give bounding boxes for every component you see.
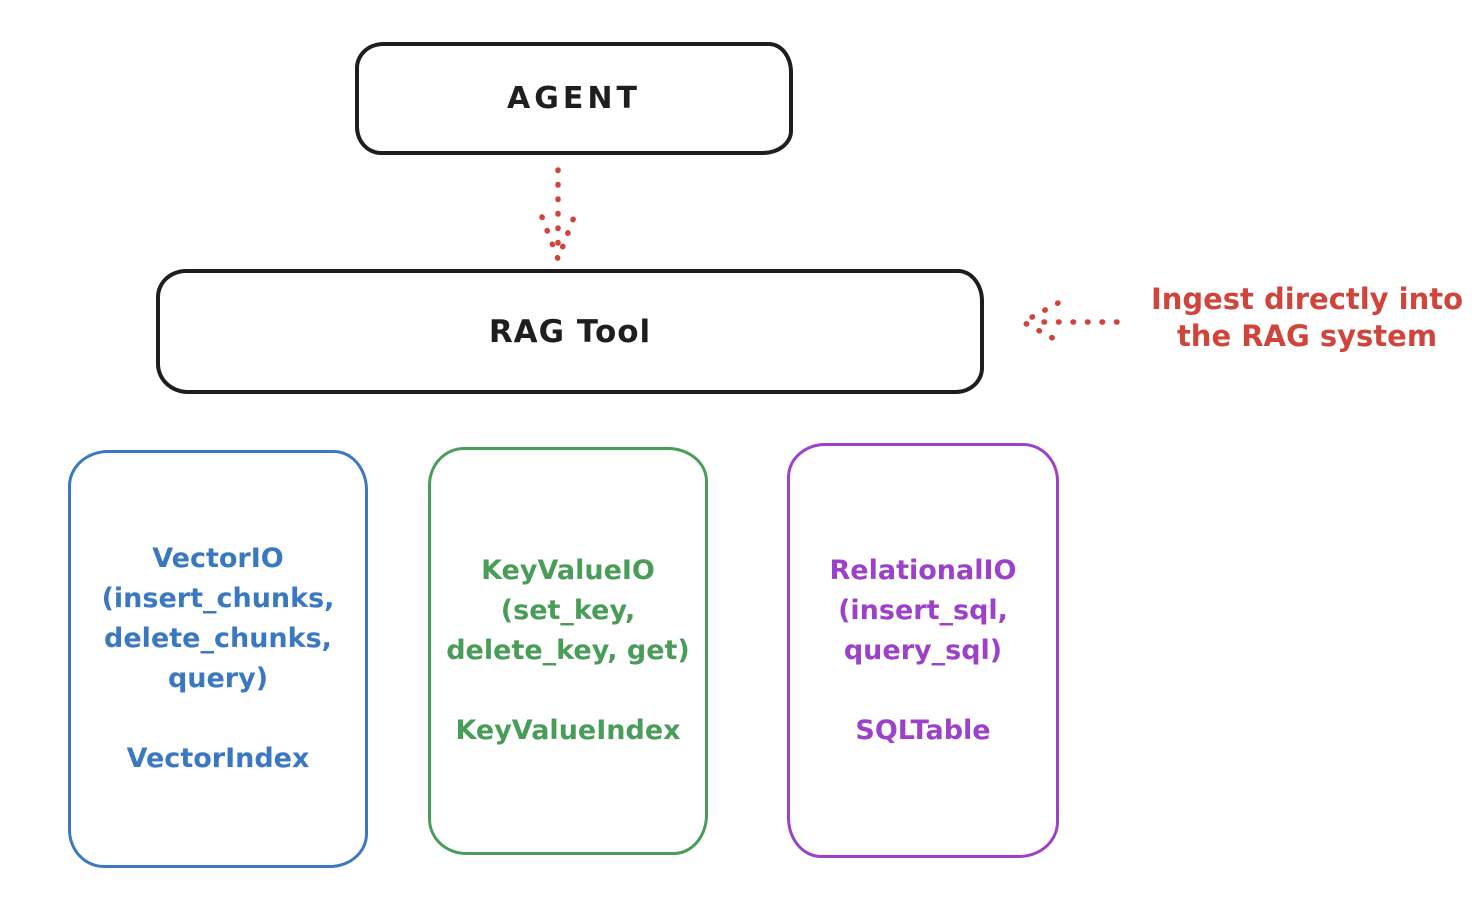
keyvalue-io-card: KeyValueIO (set_key, delete_key, get) Ke… <box>428 447 708 855</box>
ingest-annotation-line2: the RAG system <box>1176 319 1438 353</box>
agent-to-ragtool-arrow <box>539 167 577 267</box>
keyvalue-index-label: KeyValueIndex <box>455 715 681 746</box>
vector-index-label: VectorIndex <box>126 743 310 774</box>
relational-io-methods-line2: query_sql) <box>843 634 1003 666</box>
ingest-into-rag-arrow <box>1017 300 1129 344</box>
rag-tool-node: RAG Tool <box>156 269 984 394</box>
keyvalue-io-methods-line2: delete_key, get) <box>446 635 690 666</box>
vector-io-methods-line1: (insert_chunks, <box>101 583 335 614</box>
keyvalue-io-methods-line1: (set_key, <box>500 595 636 626</box>
sql-table-label: SQLTable <box>855 714 991 746</box>
relational-io-title: RelationalIO <box>829 554 1017 586</box>
vector-io-title: VectorIO <box>152 543 284 574</box>
rag-tool-label: RAG Tool <box>488 313 652 350</box>
ingest-annotation: Ingest directly into the RAG system <box>1140 281 1474 355</box>
relational-io-card: RelationalIO (insert_sql, query_sql) SQL… <box>787 443 1059 858</box>
keyvalue-io-title: KeyValueIO <box>481 555 655 586</box>
vector-io-card: VectorIO (insert_chunks, delete_chunks, … <box>68 450 368 868</box>
vector-io-methods-line2: delete_chunks, <box>104 623 332 654</box>
relational-io-methods-line1: (insert_sql, <box>838 594 1008 626</box>
agent-node: AGENT <box>355 42 793 155</box>
vector-io-methods-line3: query) <box>167 663 269 694</box>
ingest-annotation-line1: Ingest directly into <box>1150 282 1464 316</box>
agent-label: AGENT <box>507 81 641 116</box>
